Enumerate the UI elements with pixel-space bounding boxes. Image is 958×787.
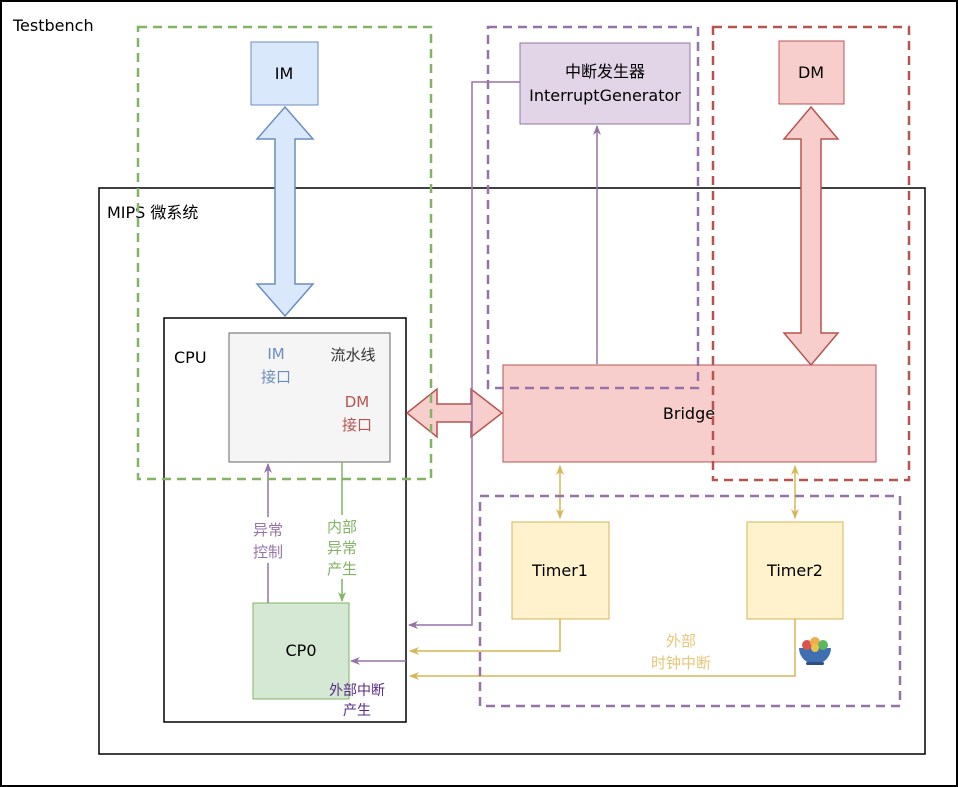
pipeline-dm-interface-line2: 接口 — [342, 416, 372, 434]
external-clock-label-line1: 外部 — [666, 632, 696, 650]
exception-control-label-line1: 异常 — [253, 521, 283, 539]
pipeline-dm-interface-line1: DM — [345, 393, 370, 411]
external-interrupt-label-line2: 产生 — [343, 703, 371, 719]
pipeline-im-interface-line1: IM — [267, 345, 284, 363]
timer1-to-cpu-arrow — [409, 619, 561, 655]
interrupt-generator-line2: InterruptGenerator — [529, 86, 681, 105]
internal-exception-label-line3: 产生 — [327, 560, 357, 578]
timer2-to-cpu-arrow — [409, 619, 796, 680]
mips-system-label: MIPS 微系统 — [107, 203, 198, 222]
internal-exception-label-bg — [322, 515, 362, 579]
fruit-bowl-icon — [799, 637, 831, 665]
pipeline-box — [228, 332, 391, 463]
purple-timer-group-frame — [478, 494, 902, 708]
cpu-frame — [163, 317, 407, 723]
timer2-box — [746, 521, 844, 620]
internal-exception-label-line1: 内部 — [327, 518, 357, 536]
timer1-box — [511, 521, 610, 620]
dm-box — [778, 40, 845, 105]
cpu-label: CPU — [174, 348, 207, 367]
interrupt-generator-line1: 中断发生器 — [565, 62, 645, 81]
pipeline-label: 流水线 — [330, 346, 375, 364]
cp0-label: CP0 — [286, 641, 317, 660]
interrupt-generator-to-cpu-arrow — [408, 81, 520, 629]
cp0-box — [252, 602, 350, 700]
purple-top-group-frame — [486, 25, 700, 390]
external-clock-label-bg — [640, 630, 722, 672]
timer2-label: Timer2 — [766, 561, 823, 580]
internal-exception-label-line2: 异常 — [327, 539, 357, 557]
dm-label: DM — [798, 63, 824, 82]
timer1-label: Timer1 — [531, 561, 588, 580]
pipeline-im-interface-line2: 接口 — [261, 368, 291, 386]
im-cpu-bus-arrow — [255, 105, 315, 318]
im-box — [250, 41, 319, 106]
mips-system-frame — [98, 187, 926, 755]
bridge-box — [502, 364, 877, 463]
external-interrupt-label-line1: 外部中断 — [329, 683, 385, 699]
exception-control-label-bg — [248, 517, 288, 563]
im-label: IM — [275, 64, 294, 83]
testbench-label: Testbench — [12, 16, 94, 35]
bridge-label: Bridge — [663, 404, 715, 423]
green-group-frame — [136, 25, 433, 481]
interrupt-generator-box — [519, 42, 691, 125]
exception-control-label-line2: 控制 — [253, 543, 283, 561]
red-group-frame — [711, 25, 911, 482]
external-clock-label-line2: 时钟中断 — [651, 654, 711, 672]
